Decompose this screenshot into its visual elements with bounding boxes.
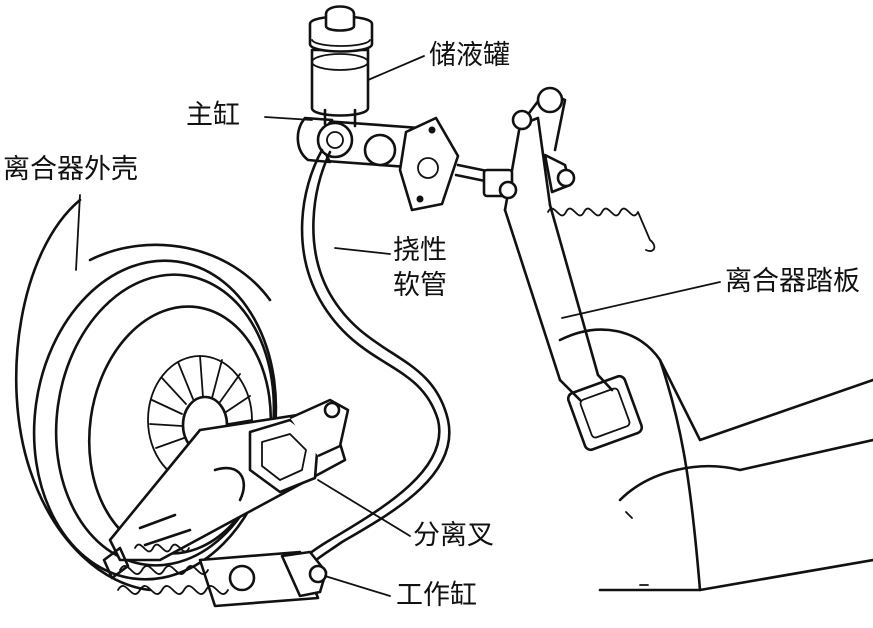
label-reservoir: 储液罐 <box>429 40 510 71</box>
label-clutch-pedal: 离合器踏板 <box>725 266 860 297</box>
master-cylinder <box>296 116 518 212</box>
label-flexible-hose-line1: 挠性 <box>393 235 447 266</box>
label-release-fork: 分离叉 <box>413 520 494 551</box>
flexible-hose <box>294 148 451 574</box>
release-fork <box>108 398 350 562</box>
slave-cylinder <box>102 543 328 608</box>
leader-lines <box>75 55 721 597</box>
label-slave-cylinder: 工作缸 <box>396 580 477 611</box>
return-spring <box>547 207 656 252</box>
clutch-pedal <box>503 86 644 452</box>
label-master-cylinder: 主缸 <box>186 100 240 131</box>
reservoir-tank <box>308 5 374 128</box>
label-flexible-hose-line2: 软管 <box>393 269 447 301</box>
label-clutch-housing: 离合器外壳 <box>3 154 138 185</box>
floor-panel <box>558 328 873 592</box>
label-flexible-hose: 挠性 软管 <box>393 234 447 303</box>
